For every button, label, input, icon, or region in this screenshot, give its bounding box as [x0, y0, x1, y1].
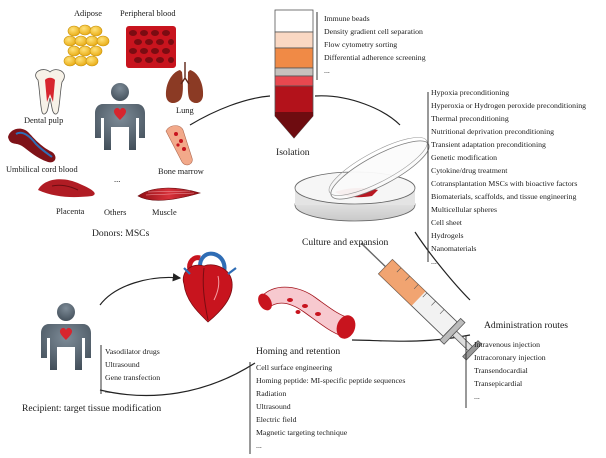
list-item: Immune beads [324, 14, 370, 23]
isolation-methods-list: Immune beads Density gradient cell separ… [324, 12, 426, 77]
donors-ellipsis: ... [114, 175, 121, 184]
isolation-tube-icon [274, 9, 318, 139]
culture-title: Culture and expansion [302, 237, 389, 248]
syringe-icon [360, 242, 483, 408]
muscle-icon [137, 187, 202, 201]
list-item: Hydrogels [431, 231, 464, 240]
list-item: Nutritional deprivation preconditioning [431, 127, 554, 136]
dental-pulp-icon [35, 69, 65, 115]
isolation-title: Isolation [276, 147, 310, 158]
label-peripheral-blood: Peripheral blood [120, 9, 176, 18]
homing-methods-list: Cell surface engineering Homing peptide:… [256, 361, 405, 452]
label-bone-marrow: Bone marrow [158, 167, 204, 176]
list-item: ... [474, 392, 480, 401]
list-item: Flow cytometry sorting [324, 40, 398, 49]
list-item: Density gradient cell separation [324, 27, 423, 36]
list-item: Transepicardial [474, 379, 523, 388]
bone-marrow-icon [165, 125, 193, 166]
list-item: Hypoxia preconditioning [431, 88, 510, 97]
list-item: Cell sheet [431, 218, 462, 227]
recipient-body-icon [41, 303, 102, 394]
blood-vessel-icon [258, 286, 356, 339]
peripheral-blood-icon [126, 26, 176, 68]
donors-title: Donors: MSCs [92, 228, 150, 239]
label-lung: Lung [176, 106, 194, 115]
arrow-recipient-to-heart [99, 273, 182, 306]
label-dental-pulp: Dental pulp [24, 116, 64, 125]
recipient-methods-list: Vasodilator drugs Ultrasound Gene transf… [105, 345, 160, 397]
list-item: Electric field [256, 415, 297, 424]
umbilical-cord-blood-icon [8, 128, 56, 163]
adipose-icon [63, 24, 110, 67]
administration-title: Administration routes [484, 320, 568, 331]
list-item: Transendocardial [474, 366, 528, 375]
arrow-homing-to-recipient [99, 362, 256, 397]
list-item: Cytokine/drug treatment [431, 166, 508, 175]
recipient-title: Recipient: target tissue modification [22, 403, 162, 414]
arrow-culture-to-administration [414, 231, 471, 301]
donor-body-icon [95, 83, 145, 150]
list-item: ... [431, 257, 437, 266]
list-item: ... [256, 441, 262, 450]
list-item: Intravenous injection [474, 340, 541, 349]
list-item: Thermal preconditioning [431, 114, 509, 123]
list-item: Transient adaptation preconditioning [431, 140, 546, 149]
list-item: ... [324, 66, 330, 75]
heart-icon [182, 251, 237, 323]
list-item: Magnetic targeting technique [256, 428, 348, 437]
placenta-icon [38, 179, 95, 198]
arrow-donors-to-isolation [189, 95, 271, 126]
list-item: Ultrasound [256, 402, 291, 411]
list-item: Biomaterials, scaffolds, and tissue engi… [431, 192, 577, 201]
list-item: Radiation [256, 389, 287, 398]
list-item: Ultrasound [105, 360, 140, 369]
list-item: Cotransplantation MSCs with bioactive fa… [431, 179, 578, 188]
list-item: Differential adherence screening [324, 53, 426, 62]
list-item: Homing peptide: MI-specific peptide sequ… [256, 376, 406, 385]
list-item: Gene transfection [105, 373, 161, 382]
label-muscle: Muscle [152, 208, 177, 217]
list-item: Cell surface engineering [256, 363, 333, 372]
list-item: Nanomaterials [431, 244, 477, 253]
arrow-isolation-to-culture [314, 95, 401, 126]
culture-methods-list: Hypoxia preconditioning Hyperoxia or Hyd… [431, 86, 586, 268]
label-others: Others [104, 208, 127, 217]
label-adipose: Adipose [74, 9, 102, 18]
list-item: Intracoronary injection [474, 353, 546, 362]
label-placenta: Placenta [56, 207, 85, 216]
list-item: Vasodilator drugs [105, 347, 160, 356]
culture-dish-icon [294, 92, 430, 262]
label-umbilical-cord-blood: Umbilical cord blood [6, 165, 78, 174]
list-item: Hyperoxia or Hydrogen peroxide precondit… [431, 101, 587, 110]
lung-icon [165, 62, 204, 104]
list-item: Multicellular spheres [431, 205, 498, 214]
homing-title: Homing and retention [256, 346, 341, 357]
list-item: Genetic modification [431, 153, 498, 162]
administration-routes-list: Intravenous injection Intracoronary inje… [474, 338, 546, 403]
list-item: ... [105, 386, 111, 395]
